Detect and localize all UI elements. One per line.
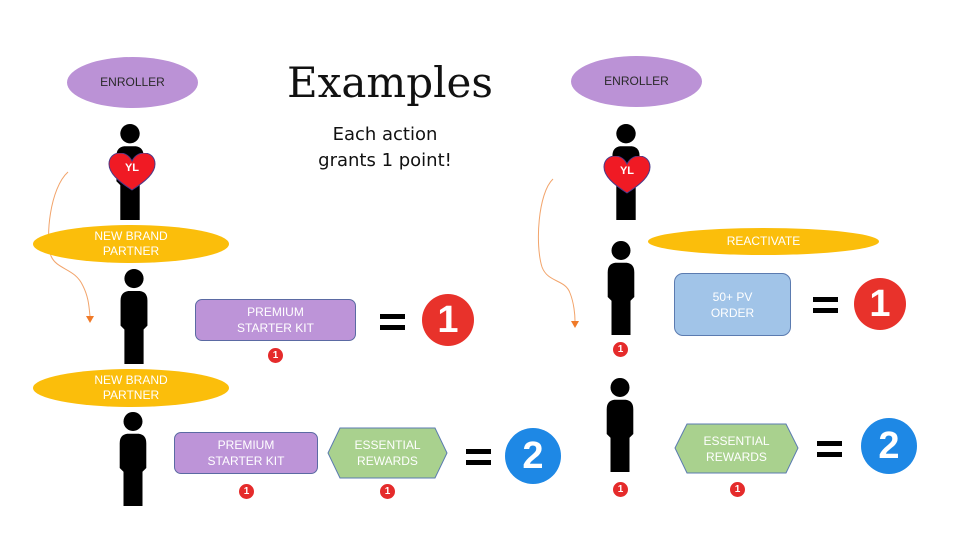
essential-rewards-hexagon: ESSENTIAL REWARDS bbox=[327, 427, 448, 479]
total-badge-blue: 2 bbox=[861, 418, 917, 474]
role-line-2: PARTNER bbox=[102, 244, 160, 258]
item-line-2: REWARDS bbox=[706, 449, 767, 464]
role-label: REACTIVATE bbox=[726, 234, 801, 248]
heart-label: YL bbox=[619, 165, 635, 177]
item-line-1: ESSENTIAL bbox=[703, 433, 770, 448]
item-line-1: ESSENTIAL bbox=[354, 438, 421, 452]
item-line-2: STARTER KIT bbox=[207, 454, 285, 468]
subtitle-line-2: grants 1 point! bbox=[318, 150, 452, 171]
points-badge: 1 bbox=[268, 348, 283, 363]
total-badge-blue: 2 bbox=[505, 428, 561, 484]
role-ellipse-new-partner-1: NEW BRAND PARTNER bbox=[33, 225, 229, 263]
enroller-label: ENROLLER bbox=[604, 74, 669, 88]
new-partner-person-icon-2 bbox=[113, 411, 153, 506]
role-line-2: PARTNER bbox=[102, 388, 160, 402]
heart-icon: YL bbox=[603, 155, 651, 194]
enroller-ellipse-right: ENROLLER bbox=[571, 56, 702, 107]
subtitle-line-1: Each action bbox=[332, 124, 438, 145]
item-line-1: PREMIUM bbox=[217, 438, 275, 452]
enroller-ellipse-left: ENROLLER bbox=[67, 57, 198, 108]
points-badge: 1 bbox=[239, 484, 254, 499]
points-badge: 1 bbox=[380, 484, 395, 499]
item-line-1: PREMIUM bbox=[247, 305, 304, 319]
subtitle: Each action grants 1 point! bbox=[300, 122, 470, 174]
points-badge: 1 bbox=[613, 342, 628, 357]
reactivated-person-icon bbox=[601, 240, 641, 335]
pv-order-box: 50+ PV ORDER bbox=[674, 273, 791, 336]
item-line-2: ORDER bbox=[710, 305, 755, 320]
page-title: Examples bbox=[287, 58, 493, 107]
essential-rewards-hexagon: ESSENTIAL REWARDS bbox=[674, 423, 799, 474]
points-badge: 1 bbox=[613, 482, 628, 497]
total-badge-red: 1 bbox=[422, 294, 474, 346]
enroller-label: ENROLLER bbox=[100, 75, 165, 89]
total-badge-red: 1 bbox=[854, 278, 906, 330]
role-ellipse-new-partner-2: NEW BRAND PARTNER bbox=[33, 369, 229, 407]
premium-starter-kit-box: PREMIUM STARTER KIT bbox=[195, 299, 356, 341]
item-line-2: REWARDS bbox=[357, 454, 418, 468]
existing-person-icon bbox=[600, 377, 640, 472]
curved-arrow-icon bbox=[537, 178, 579, 328]
item-line-2: STARTER KIT bbox=[237, 321, 314, 335]
item-line-1: 50+ PV bbox=[712, 289, 753, 304]
premium-starter-kit-box-2: PREMIUM STARTER KIT bbox=[174, 432, 318, 474]
role-line-1: NEW BRAND bbox=[94, 373, 168, 387]
role-line-1: NEW BRAND bbox=[94, 229, 168, 243]
points-badge: 1 bbox=[730, 482, 745, 497]
curved-arrow-icon bbox=[48, 171, 94, 323]
role-ellipse-reactivate: REACTIVATE bbox=[648, 228, 879, 255]
new-partner-person-icon bbox=[114, 268, 154, 364]
heart-icon: YL bbox=[108, 152, 156, 191]
heart-label: YL bbox=[124, 162, 140, 174]
